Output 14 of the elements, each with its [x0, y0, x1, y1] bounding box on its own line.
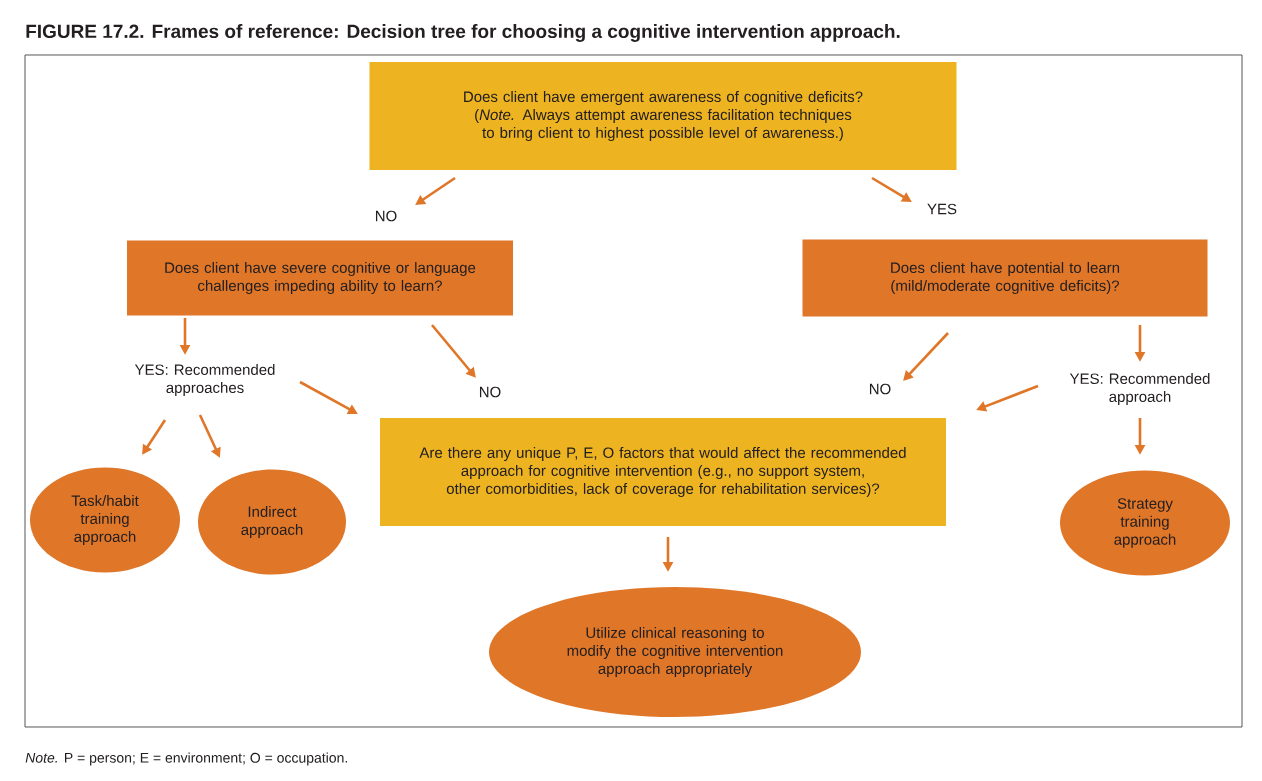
branch-label: NO	[870, 383, 891, 395]
question-box: Does client have severe cognitive or language challenges impeding ability to learn?	[127, 240, 513, 316]
arrow	[431, 324, 476, 378]
arrow	[903, 332, 949, 381]
branch-label: NO	[376, 210, 397, 222]
decision-box: Does client have emergent awareness of cognitive deficits? (Note. Always attempt awareness facilitation techniques to bring client to highest possible level of awareness.)	[369, 62, 957, 170]
decision-box: Are there any unique P, E, O factors that would affect the recommended approach for cognitive intervention (e.g., no support system, other comorbidities, lack of coverage for rehabilitation services)?	[380, 418, 946, 526]
branch-label: YES: Recommended approaches	[134, 364, 275, 396]
note-text: Note. P = person; E = environment; O = occupation.	[25, 752, 347, 766]
question-box: Does client have potential to learn (mild/moderate cognitive deficits)?	[802, 239, 1208, 317]
branch-label: YES	[927, 203, 957, 215]
branch-label: NO	[480, 386, 501, 398]
figure-title: FIGURE 17.2. Frames of reference: Decision tree for choosing a cognitive intervention approach.	[26, 24, 900, 42]
branch-label: YES: Recommended approach	[1069, 373, 1210, 405]
